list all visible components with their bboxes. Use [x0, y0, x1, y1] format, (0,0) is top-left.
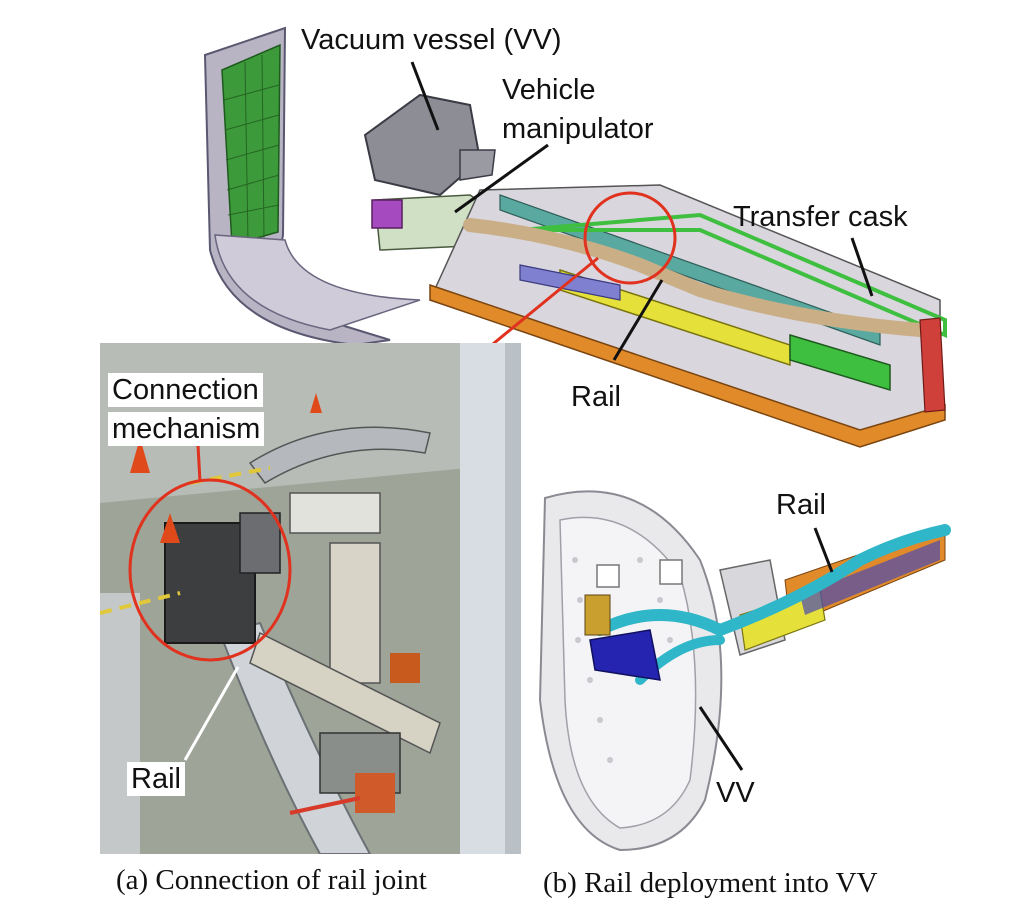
label-transfer-cask: Transfer cask [733, 201, 908, 233]
rail-leader-photo [183, 666, 240, 761]
label-connection-2: mechanism [108, 412, 265, 446]
highlight-circle-top [583, 191, 677, 285]
label-vehicle-manipulator-1: Vehicle [502, 74, 596, 106]
label-rail-photo: Rail [127, 762, 185, 796]
label-vv-b: VV [716, 777, 755, 809]
caption-a: (a) Connection of rail joint [116, 864, 427, 896]
label-rail-top: Rail [571, 381, 621, 413]
label-vacuum-vessel: Vacuum vessel (VV) [301, 24, 562, 56]
caption-b: (b) Rail deployment into VV [543, 867, 878, 899]
label-connection-1: Connection [108, 373, 263, 407]
highlight-circle-photo [128, 478, 292, 662]
label-vehicle-manipulator-2: manipulator [502, 113, 654, 145]
label-rail-b: Rail [776, 489, 826, 521]
